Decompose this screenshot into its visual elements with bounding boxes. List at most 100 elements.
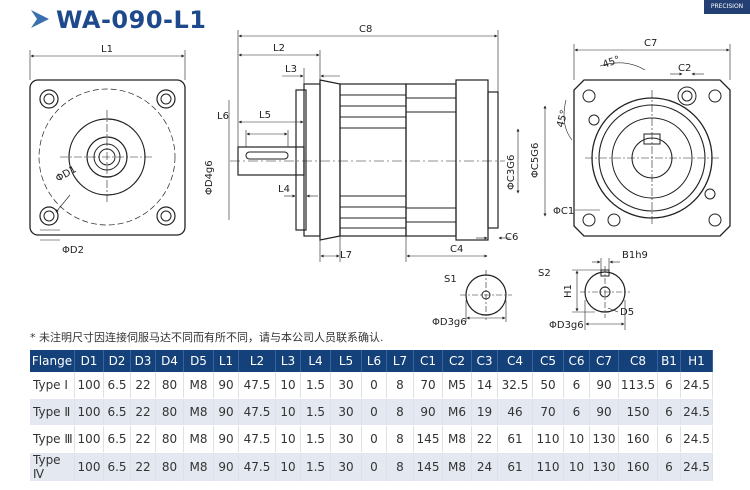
table-cell: 160: [618, 452, 658, 482]
shaft-s1-label: S1: [444, 274, 457, 285]
table-cell: 6: [657, 452, 681, 482]
col-header: L2: [238, 350, 276, 372]
dim-l4: L4: [278, 184, 290, 195]
table-cell: 113.5: [618, 372, 658, 399]
shaft-s2-d3: ΦD3g6: [549, 320, 584, 330]
table-cell: 100: [74, 372, 104, 399]
col-header: D5: [183, 350, 214, 372]
col-header: C5: [532, 350, 564, 372]
col-header: L6: [361, 350, 387, 372]
table-cell: 130: [589, 452, 619, 482]
dim-c1: ΦC1: [553, 206, 574, 217]
col-header: B1: [657, 350, 681, 372]
col-header: C8: [618, 350, 658, 372]
table-cell: 80: [155, 372, 184, 399]
arrow-icon: [31, 10, 49, 28]
dim-d1: ΦD1: [54, 164, 78, 184]
dim-c2: C2: [678, 63, 691, 74]
dim-angle-top: 45°: [601, 54, 621, 70]
dim-l1: L1: [101, 44, 113, 55]
rear-view: [563, 44, 731, 237]
table-cell: 8: [386, 398, 414, 426]
dim-l7: L7: [340, 250, 352, 261]
table-cell: 8: [386, 452, 414, 482]
table-cell: 22: [130, 452, 156, 482]
table-cell: 61: [497, 452, 533, 482]
table-cell: 90: [213, 452, 239, 482]
table-cell: 80: [155, 398, 184, 426]
dim-l6: L6: [217, 111, 229, 122]
table-cell: 0: [361, 452, 387, 482]
col-header: L7: [386, 350, 414, 372]
table-cell: 10: [275, 372, 301, 399]
col-header: C7: [589, 350, 619, 372]
table-cell: 1.5: [300, 452, 331, 482]
table-cell: 24.5: [680, 398, 713, 426]
table-cell: 24: [471, 452, 498, 482]
table-cell: 30: [330, 372, 362, 399]
table-cell: 30: [330, 398, 362, 426]
col-header: C3: [471, 350, 498, 372]
rear-flange: [573, 79, 731, 237]
table-cell: M8: [183, 398, 214, 426]
table-cell: M8: [183, 425, 214, 453]
shaft-s2-h1: H1: [563, 284, 574, 298]
table-cell: 6.5: [103, 452, 131, 482]
motor-flange: [455, 79, 489, 241]
col-header: L4: [300, 350, 331, 372]
col-header: H1: [680, 350, 713, 372]
table-cell: 90: [589, 372, 619, 399]
table-cell: M8: [442, 425, 472, 453]
table-cell: 24.5: [680, 452, 713, 482]
table-cell: 150: [618, 398, 658, 426]
table-cell: 160: [618, 425, 658, 453]
table-cell: 47.5: [238, 452, 276, 482]
table-cell: 110: [532, 452, 564, 482]
table-cell: 61: [497, 425, 533, 453]
dim-l3: L3: [285, 64, 297, 75]
table-cell: 110: [532, 425, 564, 453]
table-cell: 6: [563, 398, 590, 426]
table-cell: 0: [361, 372, 387, 399]
table-cell: 46: [497, 398, 533, 426]
table-cell: 6: [657, 425, 681, 453]
page-title: WA-090-L1: [56, 6, 207, 34]
table-cell: 90: [213, 398, 239, 426]
table-cell: 22: [130, 398, 156, 426]
table-cell: 100: [74, 398, 104, 426]
technical-drawing: L1 ΦD1 ΦD2: [29, 24, 731, 330]
table-cell: 145: [413, 425, 443, 453]
front-flange: [29, 79, 186, 236]
flange-type-cell: Type Ⅳ: [30, 452, 75, 482]
gearbox-body: [339, 83, 407, 237]
dim-c4: C4: [450, 244, 463, 255]
table-cell: 0: [361, 425, 387, 453]
col-header: C4: [497, 350, 533, 372]
col-header: D2: [103, 350, 131, 372]
dim-c8: C8: [359, 24, 372, 35]
table-cell: 24.5: [680, 372, 713, 399]
table-cell: 22: [471, 425, 498, 453]
col-header: D1: [74, 350, 104, 372]
col-header: Flange: [30, 350, 75, 372]
dim-c6: C6: [505, 232, 518, 243]
dim-d2: ΦD2: [62, 245, 84, 256]
col-header: L5: [330, 350, 362, 372]
shaft-s2-view: [572, 258, 630, 330]
shaft-s1-view: [460, 270, 512, 322]
shaft-keyway: [245, 151, 289, 160]
table-cell: 80: [155, 425, 184, 453]
dim-c5: ΦC5G6: [530, 143, 541, 178]
footnote: * 未注明尺寸因连接伺服马达不同而有所不同，请与本公司人员联系确认.: [30, 331, 384, 344]
table-cell: 32.5: [497, 372, 533, 399]
table-cell: 80: [155, 452, 184, 482]
table-cell: 24.5: [680, 425, 713, 453]
dim-angle-left: 45°: [555, 109, 570, 129]
table-cell: 47.5: [238, 398, 276, 426]
table-cell: 6: [657, 398, 681, 426]
table-cell: 145: [413, 452, 443, 482]
col-header: C2: [442, 350, 472, 372]
